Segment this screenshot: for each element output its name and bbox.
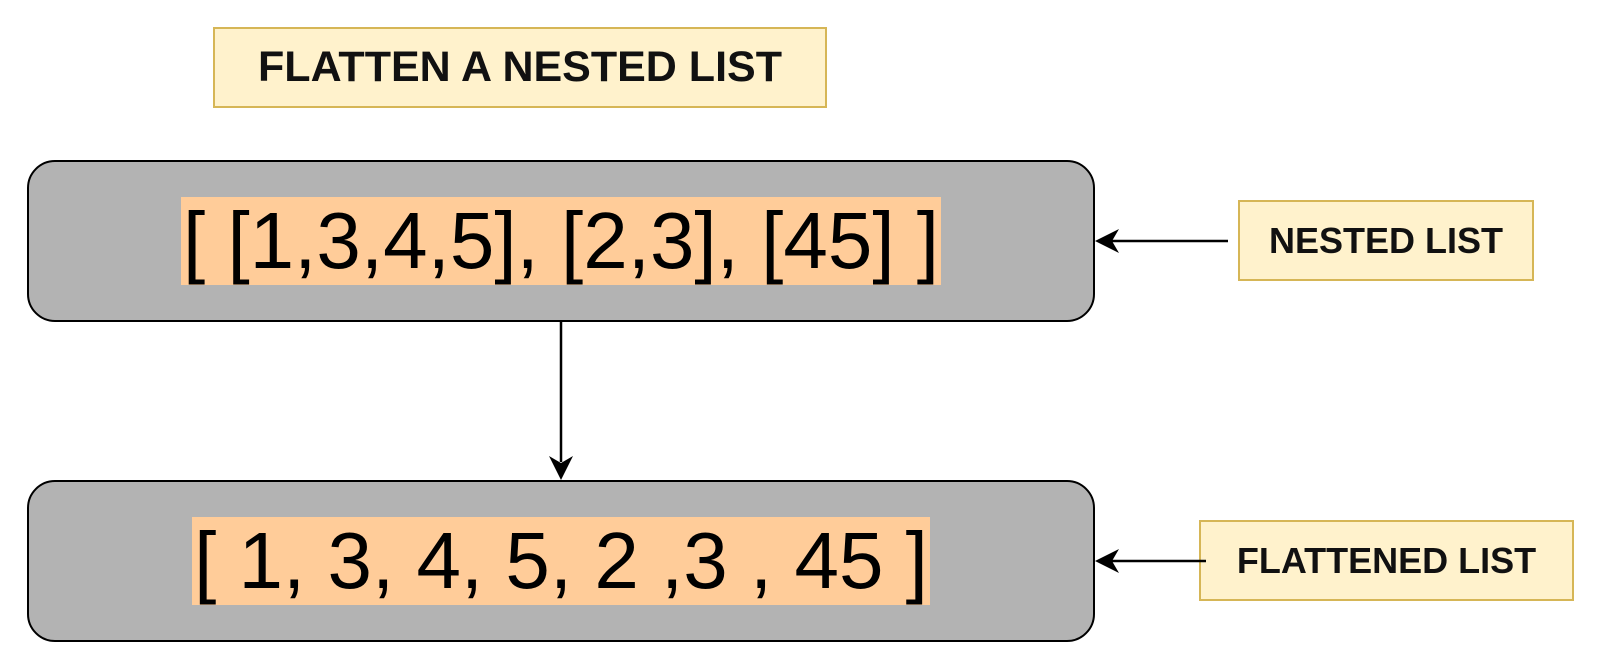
nested-list-panel: [ [1,3,4,5], [2,3], [45] ] (27, 160, 1095, 322)
flatten-arrowhead (549, 456, 573, 480)
nested-list-value: [ [1,3,4,5], [2,3], [45] ] (180, 196, 941, 285)
nested-pointer-arrowhead (1095, 229, 1119, 253)
diagram-title: FLATTEN A NESTED LIST (213, 27, 827, 108)
nested-list-label: NESTED LIST (1238, 200, 1534, 281)
flattened-list-value: [ 1, 3, 4, 5, 2 ,3 , 45 ] (192, 516, 930, 605)
flattened-list-panel: [ 1, 3, 4, 5, 2 ,3 , 45 ] (27, 480, 1095, 642)
flattened-pointer-arrowhead (1095, 549, 1119, 573)
flattened-list-label: FLATTENED LIST (1199, 520, 1574, 601)
